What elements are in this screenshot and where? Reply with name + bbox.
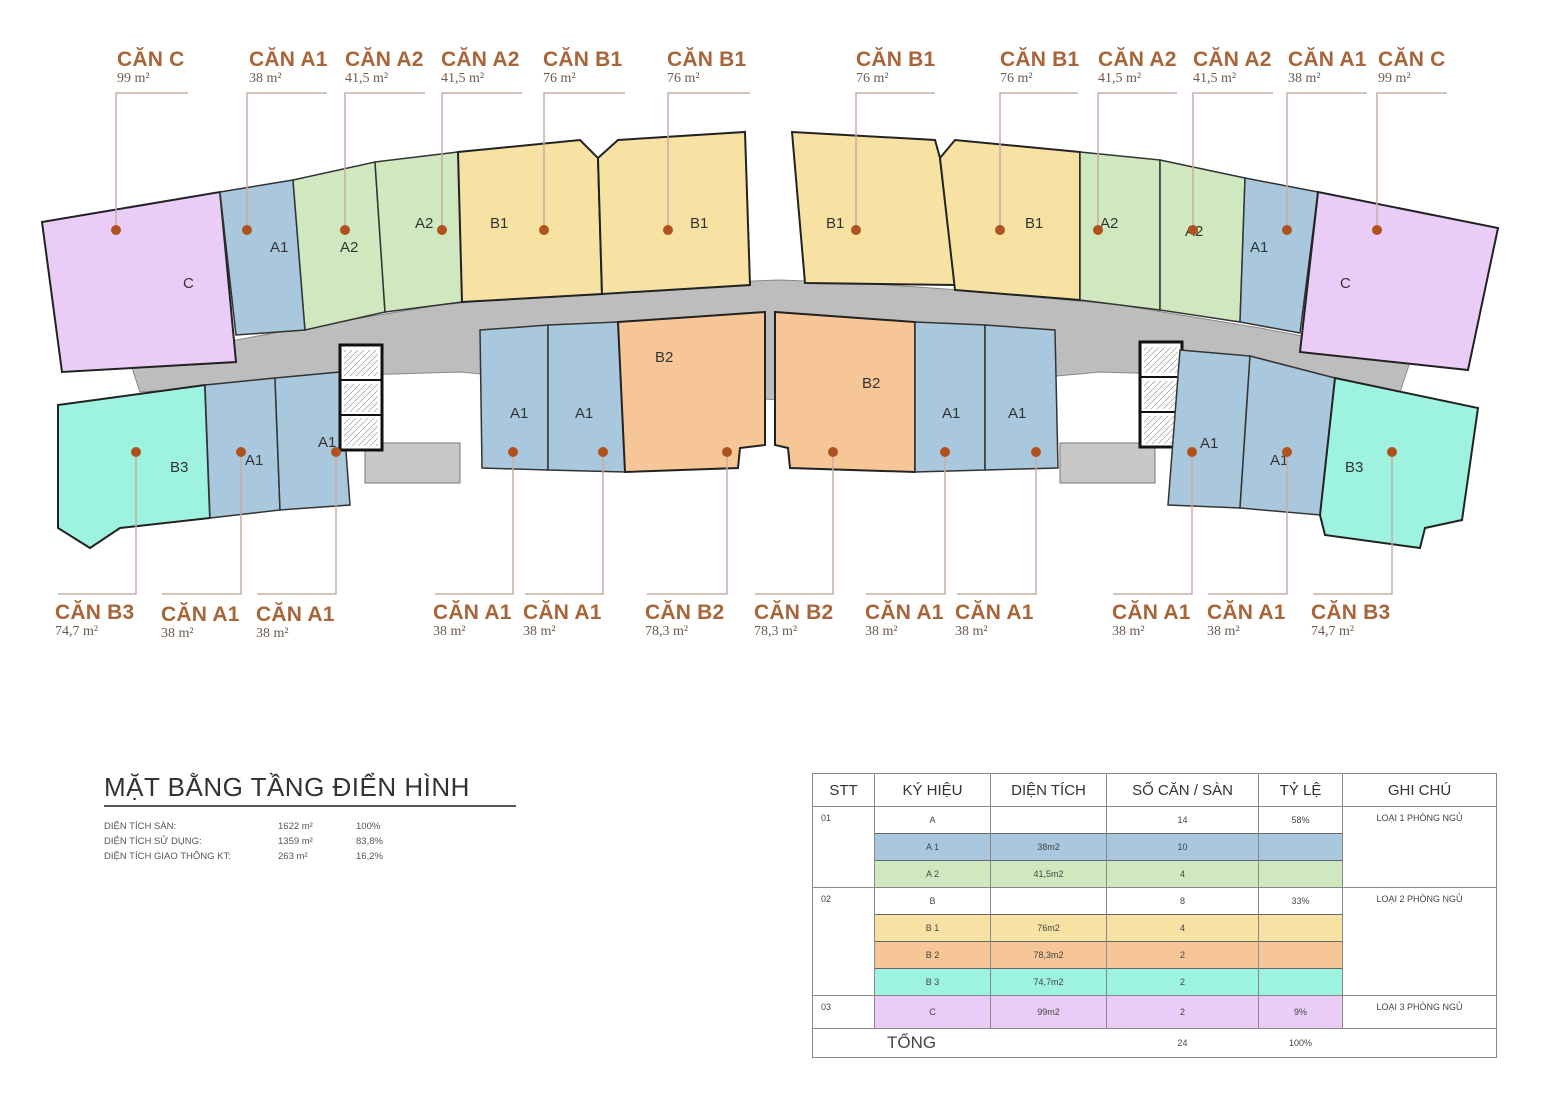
unit-B1-top-right-1: [790, 130, 957, 287]
unit-C-left: [40, 190, 238, 374]
header-stt: STT: [812, 773, 875, 807]
svg-text:A1: A1: [1008, 405, 1026, 422]
svg-text:C: C: [1340, 275, 1351, 292]
unit-A1-bottom-left-2: [274, 371, 351, 511]
header-code: KÝ HIỆU: [874, 773, 991, 807]
bottom-callout-lines: [58, 452, 1393, 595]
unit-B1-top-right-2: [938, 138, 1081, 302]
unit-A2-top-right-1: [1079, 151, 1161, 311]
table-row: 02 B 8 33% LOẠI 2 PHÒNG NGỦ: [812, 887, 1497, 996]
header-area: DIỆN TÍCH: [990, 773, 1107, 807]
unit-A1-bottom-right-1: [1167, 349, 1251, 509]
svg-text:B1: B1: [826, 215, 844, 232]
unit-A1-bottom-mid-right-1: [914, 321, 986, 473]
unit-A2-top-left-2: [374, 151, 463, 313]
svg-text:B1: B1: [690, 215, 708, 232]
svg-text:B2: B2: [862, 375, 880, 392]
svg-text:A2: A2: [340, 239, 358, 256]
table-row: B 2 78,3m2 2: [812, 941, 1497, 969]
unit-labels: C A1 A2 A2 B1 B1 B1 B1 A2 A2 A1 C B3 A1 …: [170, 215, 1363, 476]
svg-text:A2: A2: [415, 215, 433, 232]
svg-text:A1: A1: [942, 405, 960, 422]
stair-core-left: [338, 343, 384, 452]
table-row: 03 C 99m2 2 9% LOẠI 3 PHÒNG NGỦ: [812, 995, 1497, 1029]
header-count: SỐ CĂN / SÀN: [1106, 773, 1259, 807]
svg-text:A1: A1: [1250, 239, 1268, 256]
unit-B3-right: [1318, 376, 1480, 550]
unit-A1-bottom-mid-right-2: [984, 324, 1059, 471]
unit-label: C: [183, 275, 194, 292]
header-note: GHI CHÚ: [1342, 773, 1497, 807]
svg-text:B1: B1: [490, 215, 508, 232]
svg-text:B1: B1: [1025, 215, 1043, 232]
service-area-right: [1059, 442, 1156, 484]
unit-B2-left: [616, 310, 766, 474]
unit-A2-top-left-1: [292, 161, 386, 331]
svg-text:B3: B3: [170, 459, 188, 476]
unit-A1-top-right: [1239, 177, 1319, 334]
unit-summary-table: STT KÝ HIỆU DIỆN TÍCH SỐ CĂN / SÀN TỶ LỆ…: [812, 773, 1497, 1058]
svg-text:A1: A1: [245, 452, 263, 469]
svg-text:A1: A1: [318, 434, 336, 451]
page-title: MẶT BẰNG TẦNG ĐIỂN HÌNH: [104, 772, 516, 807]
svg-text:A1: A1: [1270, 452, 1288, 469]
callout-dots: [111, 225, 1397, 457]
unit-A1-top-left: [219, 179, 306, 336]
table-row: B 1 76m2 4: [812, 914, 1497, 942]
floor-plan: C A1 A2 A2 B1 B1 B1 B1 A2 A2 A1 C B3 A1 …: [40, 92, 1500, 595]
title-block: MẶT BẰNG TẦNG ĐIỂN HÌNH DIỆN TÍCH SÀN:16…: [104, 772, 516, 864]
unit-B1-top-left-2: [596, 130, 752, 296]
header-ratio: TỶ LỆ: [1258, 773, 1343, 807]
svg-text:B2: B2: [655, 349, 673, 366]
svg-text:A1: A1: [1200, 435, 1218, 452]
table-total-row: TỔNG 24 100%: [812, 1028, 1497, 1058]
unit-A2-top-right-2: [1159, 159, 1246, 323]
svg-text:A1: A1: [510, 405, 528, 422]
unit-C-right: [1298, 190, 1500, 372]
svg-text:A2: A2: [1100, 215, 1118, 232]
svg-text:A1: A1: [575, 405, 593, 422]
unit-B1-top-left-1: [456, 138, 604, 304]
table-row: 01 A 14 58% LOẠI 1 PHÒNG NGỦ: [812, 806, 1497, 888]
unit-B2-right: [774, 310, 916, 474]
svg-text:A1: A1: [270, 239, 288, 256]
table-header-row: STT KÝ HIỆU DIỆN TÍCH SỐ CĂN / SÀN TỶ LỆ…: [812, 773, 1497, 807]
svg-text:B3: B3: [1345, 459, 1363, 476]
top-callout-lines: [115, 92, 1447, 230]
unit-A1-bottom-mid-left-2: [547, 321, 626, 473]
